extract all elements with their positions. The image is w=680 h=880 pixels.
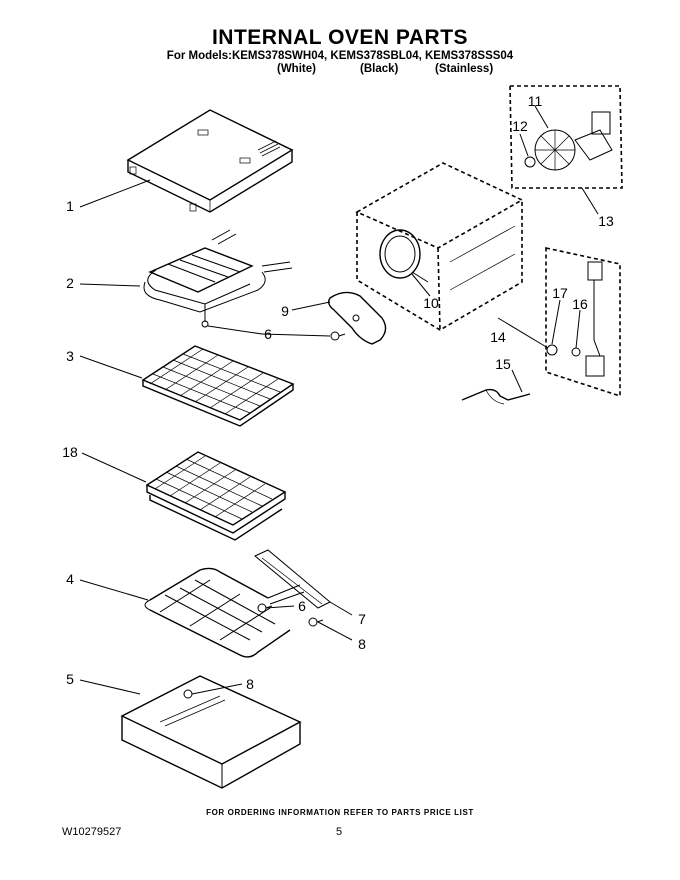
callout-8b: 8 xyxy=(246,676,254,692)
finish-stainless: (Stainless) xyxy=(435,63,494,75)
part-bake-element xyxy=(144,549,331,658)
part-bottom-pan xyxy=(120,675,302,789)
document-number: W10279527 xyxy=(62,826,122,838)
callout-18: 18 xyxy=(62,444,78,460)
callout-6b: 6 xyxy=(298,598,306,614)
leader-lines xyxy=(79,105,599,695)
ordering-note: FOR ORDERING INFORMATION REFER TO PARTS … xyxy=(206,808,474,817)
callout-16: 16 xyxy=(572,296,588,312)
callout-15: 15 xyxy=(495,356,511,372)
callout-5: 5 xyxy=(66,671,74,687)
part-broil-element xyxy=(143,229,293,328)
finish-black: (Black) xyxy=(360,63,399,75)
callout-11: 11 xyxy=(528,93,543,109)
model-list: For Models:KEMS378SWH04, KEMS378SBL04, K… xyxy=(166,50,514,62)
callout-4: 4 xyxy=(66,571,74,587)
callout-9: 9 xyxy=(281,303,289,319)
part-rollout-rack xyxy=(145,451,287,541)
callout-7: 7 xyxy=(358,611,366,627)
callout-2: 2 xyxy=(66,275,74,291)
part-oven-rack xyxy=(141,345,295,427)
part-convection-fan-group xyxy=(509,85,623,189)
callout-13: 13 xyxy=(598,213,614,229)
page-number: 5 xyxy=(336,826,343,838)
callout-17: 17 xyxy=(552,285,568,301)
part-sensor-group xyxy=(545,247,621,398)
part-oven-cavity xyxy=(355,162,524,331)
part-fan-bracket xyxy=(327,291,387,345)
part-top-panel xyxy=(126,109,294,213)
callout-12: 12 xyxy=(512,118,528,134)
callout-3: 3 xyxy=(66,348,74,364)
callout-1: 1 xyxy=(66,198,74,214)
callout-14: 14 xyxy=(490,329,506,345)
finish-white: (White) xyxy=(277,63,316,75)
callout-6a: 6 xyxy=(264,326,272,342)
callout-8a: 8 xyxy=(358,636,366,652)
page-title: INTERNAL OVEN PARTS xyxy=(211,26,469,49)
part-probe xyxy=(461,388,531,405)
callout-10: 10 xyxy=(423,295,439,311)
